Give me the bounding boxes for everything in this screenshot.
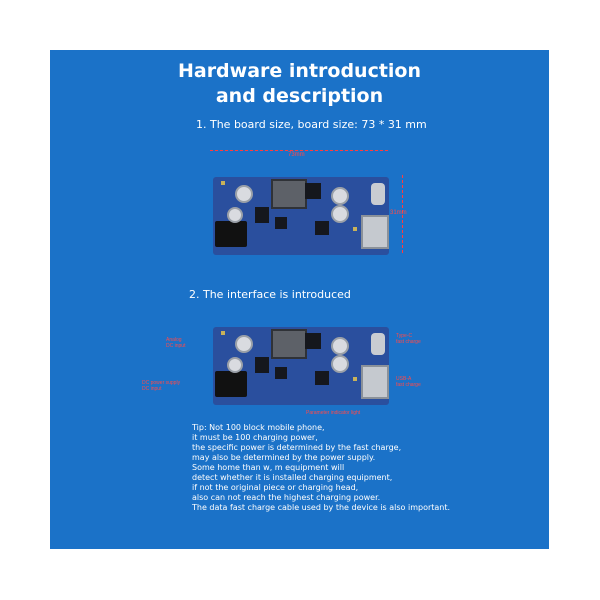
tip-line: also can not reach the highest charging …	[192, 493, 381, 502]
chip	[315, 371, 329, 385]
capacitor	[227, 357, 243, 373]
dc-jack	[215, 371, 247, 397]
interface-caption: 2. The interface is introduced	[189, 288, 351, 301]
product-info-panel: Hardware introduction and description 1.…	[50, 50, 549, 549]
chip	[305, 183, 321, 199]
usb-c-port	[371, 333, 385, 355]
chip	[305, 333, 321, 349]
capacitor	[227, 207, 243, 223]
width-dimension-label: 73mm	[288, 152, 305, 158]
tip-line: it must be 100 charging power,	[192, 433, 318, 442]
chip	[315, 221, 329, 235]
usb-a-port	[361, 215, 389, 249]
board-photo-bottom	[213, 327, 389, 405]
usb-a-port	[361, 365, 389, 399]
capacitor	[235, 185, 253, 203]
width-dimension-line	[210, 150, 388, 151]
height-dimension-label: 31mm	[390, 210, 407, 216]
dc-jack	[215, 221, 247, 247]
tip-line: if not the original piece or charging he…	[192, 483, 359, 492]
label-usb-a: USB-A fast charge	[396, 376, 421, 388]
tip-line: The data fast charge cable used by the d…	[192, 503, 451, 512]
capacitor	[331, 337, 349, 355]
board-size-caption: 1. The board size, board size: 73 * 31 m…	[196, 118, 427, 131]
usb-c-port	[371, 183, 385, 205]
tip-line: the specific power is determined by the …	[192, 443, 402, 452]
height-dimension-line	[402, 175, 403, 253]
solder-pad	[221, 331, 225, 335]
tip-text-block: Tip: Not 100 block mobile phone, it must…	[192, 423, 450, 513]
tip-line: may also be determined by the power supp…	[192, 453, 376, 462]
board-photo-top	[213, 177, 389, 255]
label-type-c: Type-C fast charge	[396, 333, 421, 345]
chip	[275, 367, 287, 379]
capacitor	[331, 205, 349, 223]
main-title-line2: and description	[215, 85, 384, 107]
solder-pad	[353, 377, 357, 381]
capacitor	[331, 187, 349, 205]
label-analog-input: Analog DC input	[166, 337, 186, 349]
tip-line: detect whether it is installed charging …	[192, 473, 393, 482]
capacitor	[331, 355, 349, 373]
chip	[255, 207, 269, 223]
inductor	[271, 179, 307, 209]
solder-pad	[353, 227, 357, 231]
capacitor	[235, 335, 253, 353]
tip-line: Some home than w, m equipment will	[192, 463, 345, 472]
label-dc-input: DC power supply DC input	[142, 380, 181, 392]
label-indicator: Parameter indicator light	[306, 410, 361, 416]
chip	[275, 217, 287, 229]
solder-pad	[221, 181, 225, 185]
main-title-line1: Hardware introduction	[177, 60, 422, 82]
chip	[255, 357, 269, 373]
inductor	[271, 329, 307, 359]
tip-line: Tip: Not 100 block mobile phone,	[192, 423, 325, 432]
